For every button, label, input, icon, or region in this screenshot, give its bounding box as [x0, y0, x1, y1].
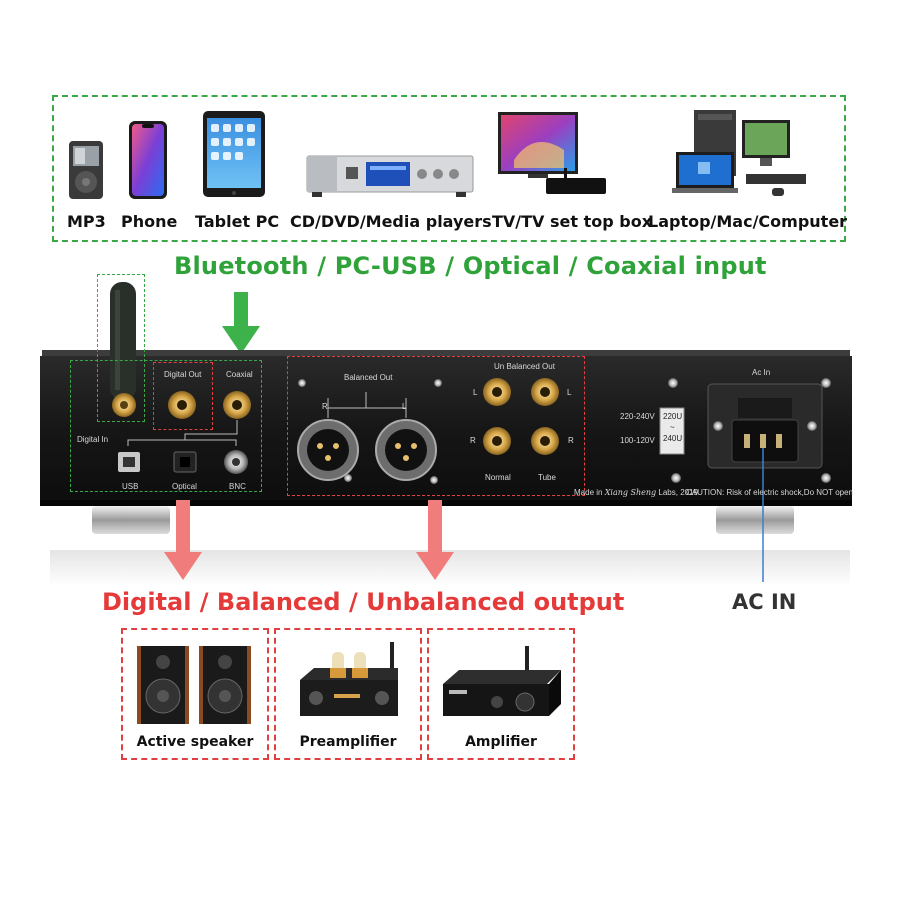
label-caution: CAUTION: Risk of electric shock,Do NOT o…: [686, 488, 854, 497]
output-label-preamplifier: Preamplifier: [299, 734, 397, 750]
voltage-switch-top: 220U: [663, 412, 683, 421]
label-voltage-low: 100-120V: [620, 436, 655, 445]
input-sources-box: [52, 95, 846, 242]
label-bnc: BNC: [229, 482, 246, 491]
computer-icon: [672, 110, 806, 196]
output-heading: Digital / Balanced / Unbalanced output: [102, 588, 625, 616]
label-rca-r-left: R: [470, 436, 476, 445]
ac-in-label: AC IN: [732, 590, 797, 614]
label-rca-l-left: L: [473, 388, 478, 397]
label-balanced-r: R: [322, 402, 328, 411]
made-in-prefix: Made in: [574, 488, 605, 497]
source-label-tablet: Tablet PC: [195, 212, 280, 231]
label-normal: Normal: [485, 473, 511, 482]
source-label-computer: Laptop/Mac/Computer: [648, 212, 848, 231]
voltage-switch-mid: ~: [670, 423, 675, 432]
input-arrow-down-icon: [222, 292, 260, 354]
output-label-speaker: Active speaker: [136, 734, 254, 750]
label-rca-l-right: L: [567, 388, 572, 397]
bluetooth-antenna-box: [97, 274, 145, 422]
device-rear-panel: [40, 282, 852, 586]
source-label-mp3: MP3: [67, 212, 106, 231]
source-label-phone: Phone: [121, 212, 178, 231]
label-digital-in: Digital In: [77, 435, 109, 444]
output-arrow-center-icon: [416, 500, 454, 580]
label-made-in: Made in Xiang Sheng Labs, 2019: [574, 488, 698, 497]
output-card-speaker: Active speaker: [121, 628, 269, 760]
label-optical: Optical: [172, 482, 197, 491]
source-label-tv: TV/TV set top box: [492, 212, 653, 231]
brand-script: Xiang Sheng: [604, 488, 657, 497]
voltage-switch-bottom: 240U: [663, 434, 683, 443]
label-unbalanced-out: Un Balanced Out: [494, 362, 555, 371]
label-balanced-l: L: [402, 402, 407, 411]
phone-icon: [129, 121, 167, 199]
input-heading: Bluetooth / PC-USB / Optical / Coaxial i…: [174, 252, 767, 280]
label-coaxial: Coaxial: [226, 370, 253, 379]
media-player-icon: [306, 155, 474, 197]
label-digital-out: Digital Out: [164, 370, 202, 379]
label-balanced-out: Balanced Out: [344, 373, 393, 382]
tv-icon: [498, 112, 606, 194]
label-tube: Tube: [538, 473, 556, 482]
digital-out-box: [153, 362, 213, 430]
digital-input-box: [70, 360, 262, 492]
analog-outputs-box: [287, 356, 585, 496]
label-ac-in-panel: Ac In: [752, 368, 771, 377]
tablet-icon: [203, 111, 265, 197]
source-label-media-players: CD/DVD/Media players: [290, 212, 492, 231]
speaker-icon: [137, 646, 251, 724]
output-card-amplifier: Amplifier: [427, 628, 575, 760]
label-usb: USB: [122, 482, 139, 491]
output-arrow-left-icon: [164, 500, 202, 580]
mp3-player-icon: [69, 141, 103, 199]
made-in-suffix: Labs, 2019: [656, 488, 698, 497]
output-label-amplifier: Amplifier: [465, 734, 537, 750]
amplifier-icon: [443, 646, 561, 716]
label-voltage-high: 220-240V: [620, 412, 655, 421]
output-card-preamplifier: Preamplifier: [274, 628, 422, 760]
label-rca-r-right: R: [568, 436, 574, 445]
preamplifier-icon: [300, 642, 398, 716]
